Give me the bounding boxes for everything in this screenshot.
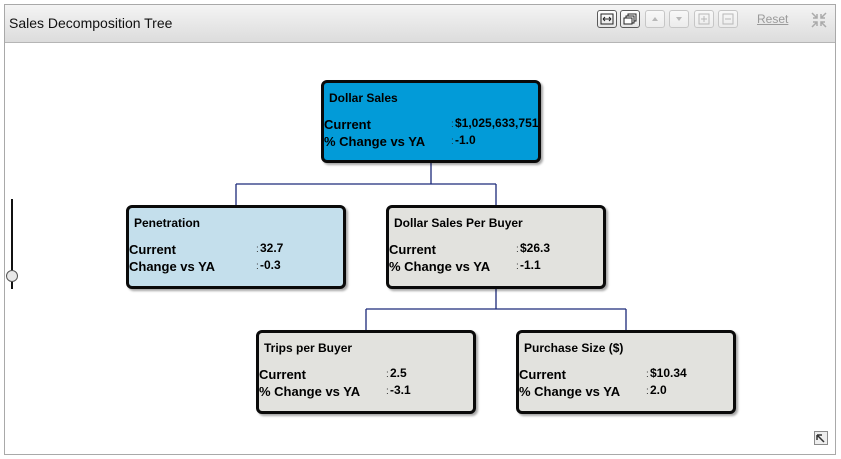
collapse-minus-icon bbox=[722, 13, 734, 25]
row-current-value: $10.34 bbox=[650, 366, 687, 380]
row-current-label: Current bbox=[324, 117, 371, 132]
row-current-label: Current bbox=[389, 242, 436, 257]
arrow-up-icon bbox=[652, 17, 658, 21]
node-title: Purchase Size ($) bbox=[524, 341, 624, 355]
node-title: Dollar Sales Per Buyer bbox=[394, 216, 523, 230]
row-change-value: 2.0 bbox=[650, 383, 667, 397]
expand-plus-icon bbox=[698, 13, 710, 25]
row-current-value: 32.7 bbox=[260, 241, 284, 255]
row-change-value: -1.1 bbox=[520, 258, 541, 272]
row-current-value: 2.5 bbox=[390, 366, 407, 380]
expand-button[interactable] bbox=[694, 10, 714, 28]
row-current-value: $26.3 bbox=[520, 241, 551, 255]
move-up-button[interactable] bbox=[645, 10, 665, 28]
row-current-label: Current bbox=[129, 242, 176, 257]
separator: : bbox=[516, 244, 519, 255]
arrow-down-icon bbox=[676, 17, 682, 21]
fit-to-window-icon bbox=[600, 13, 614, 25]
node-title: Dollar Sales bbox=[329, 91, 398, 105]
move-down-button[interactable] bbox=[669, 10, 689, 28]
separator: : bbox=[516, 261, 519, 272]
panel-title: Sales Decomposition Tree bbox=[9, 15, 173, 31]
row-change-value: -1.0 bbox=[455, 133, 476, 147]
row-change-value: -3.1 bbox=[390, 383, 411, 397]
cascade-windows-icon bbox=[623, 13, 637, 25]
row-change-label: % Change vs YA bbox=[324, 134, 426, 149]
connector-root-children bbox=[235, 162, 497, 206]
separator: : bbox=[256, 261, 259, 272]
row-current-label: Current bbox=[519, 367, 566, 382]
node-purchase-size[interactable]: Purchase Size ($) Current : $10.34 % Cha… bbox=[516, 330, 736, 414]
separator: : bbox=[256, 244, 259, 255]
separator: : bbox=[646, 369, 649, 380]
node-title: Penetration bbox=[134, 216, 201, 230]
zoom-slider-handle[interactable] bbox=[6, 270, 18, 282]
node-trips-per-buyer[interactable]: Trips per Buyer Current : 2.5 % Change v… bbox=[256, 330, 476, 414]
row-current-label: Current bbox=[259, 367, 306, 382]
separator: : bbox=[646, 386, 649, 397]
connector-dspb-children bbox=[365, 288, 627, 331]
node-penetration[interactable]: Penetration Current : 32.7 Change vs YA … bbox=[126, 205, 346, 289]
expand-corner-button[interactable] bbox=[814, 431, 828, 445]
row-change-label: % Change vs YA bbox=[519, 384, 621, 399]
separator: : bbox=[386, 386, 389, 397]
row-current-value: $1,025,633,751 bbox=[455, 116, 539, 130]
row-change-value: -0.3 bbox=[260, 258, 281, 272]
row-change-label: Change vs YA bbox=[129, 259, 215, 274]
node-dollar-sales-per-buyer[interactable]: Dollar Sales Per Buyer Current : $26.3 %… bbox=[386, 205, 606, 289]
node-dollar-sales[interactable]: Dollar Sales Current : $1,025,633,751 % … bbox=[321, 80, 541, 163]
separator: : bbox=[386, 369, 389, 380]
arrow-up-left-icon bbox=[816, 434, 825, 443]
zoom-slider-track[interactable] bbox=[11, 199, 13, 289]
fit-to-window-button[interactable] bbox=[597, 10, 617, 28]
minimize-panel-icon[interactable] bbox=[811, 12, 827, 28]
separator: : bbox=[451, 119, 454, 130]
row-change-label: % Change vs YA bbox=[259, 384, 361, 399]
row-change-label: % Change vs YA bbox=[389, 259, 491, 274]
separator: : bbox=[451, 136, 454, 147]
reset-link[interactable]: Reset bbox=[757, 12, 789, 26]
collapse-button[interactable] bbox=[718, 10, 738, 28]
node-title: Trips per Buyer bbox=[264, 341, 353, 355]
cascade-windows-button[interactable] bbox=[620, 10, 640, 28]
